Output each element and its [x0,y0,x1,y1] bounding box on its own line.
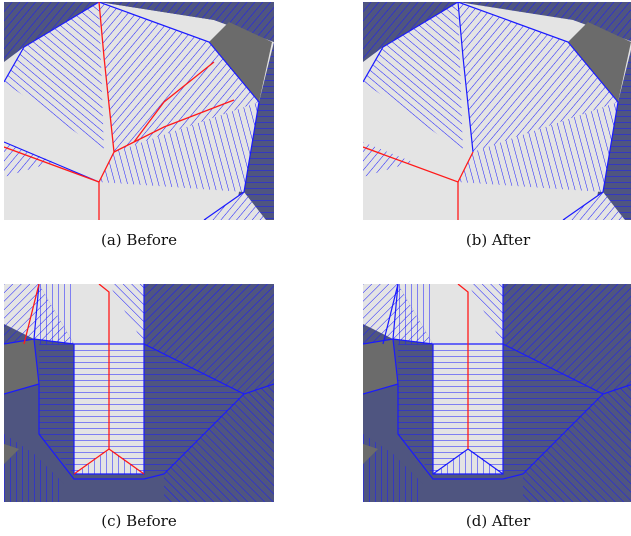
panel-d-svg [363,284,631,502]
panel-a-svg [4,2,274,220]
panel-d-after [363,284,631,502]
panel-b-svg [363,2,631,220]
caption-a: (a) Before [101,231,177,249]
panel-c-before [4,284,274,502]
caption-c: (c) Before [101,512,177,530]
caption-d: (d) After [465,512,531,530]
panel-a-before [4,2,274,220]
panel-b-after [363,2,631,220]
caption-b: (b) After [465,231,531,249]
panel-c-svg [4,284,274,502]
